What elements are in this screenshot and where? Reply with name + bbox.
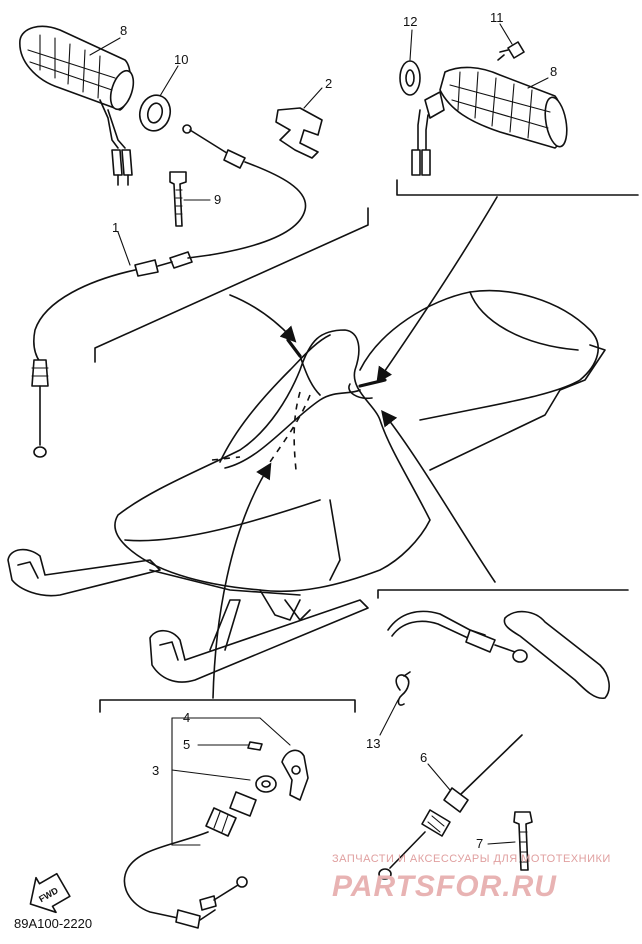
callout-12: 12 (403, 14, 417, 29)
callout-8-left: 8 (120, 23, 127, 38)
part-9-band (169, 171, 187, 227)
callout-2: 2 (325, 76, 332, 91)
part-7-band (513, 811, 533, 871)
part-5-pin (247, 741, 263, 751)
callout-labels: 8 10 2 9 1 12 11 8 4 5 3 13 6 7 (112, 10, 557, 851)
callout-10: 11 (490, 10, 504, 25)
part-11-ring (138, 94, 172, 132)
callout-11: 10 (174, 52, 188, 67)
part-6-cable (378, 734, 523, 880)
callout-6: 6 (420, 750, 427, 765)
snowmobile-body (7, 289, 606, 683)
callout-13: 13 (366, 736, 380, 751)
callout-leaders (89, 23, 549, 845)
watermark-line1: ЗАПЧАСТИ И АКСЕССУАРЫ ДЛЯ МОТОТЕХНИКИ (332, 853, 611, 865)
part-13-clip (395, 671, 411, 706)
part-8-grip-right (411, 66, 568, 176)
callout-1: 1 (112, 220, 119, 235)
part-1-throttle-cable (31, 124, 307, 458)
part-12-washer (399, 60, 421, 96)
drawing-code: 89A100-2220 (14, 916, 92, 931)
callout-9: 9 (214, 192, 221, 207)
part-3-choke-cable (123, 775, 277, 929)
callout-4: 4 (183, 710, 190, 725)
callout-7: 7 (476, 836, 483, 851)
brake-lever-assembly (387, 610, 610, 700)
part-2-clip (275, 107, 323, 159)
group-box-lines (94, 179, 639, 846)
callout-5: 5 (183, 737, 190, 752)
watermark: ЗАПЧАСТИ И АКСЕССУАРЫ ДЛЯ МОТОТЕХНИКИ PA… (332, 853, 611, 903)
location-arrows (212, 196, 498, 699)
callout-8-right: 8 (550, 64, 557, 79)
fwd-direction-arrow: FWD (29, 872, 71, 914)
watermark-line2: PARTSFOR.RU (332, 870, 557, 903)
part-8-grip-left (19, 25, 135, 186)
part-4-choke-lever (281, 749, 309, 801)
part-10-screw (497, 41, 525, 61)
callout-3: 3 (152, 763, 159, 778)
